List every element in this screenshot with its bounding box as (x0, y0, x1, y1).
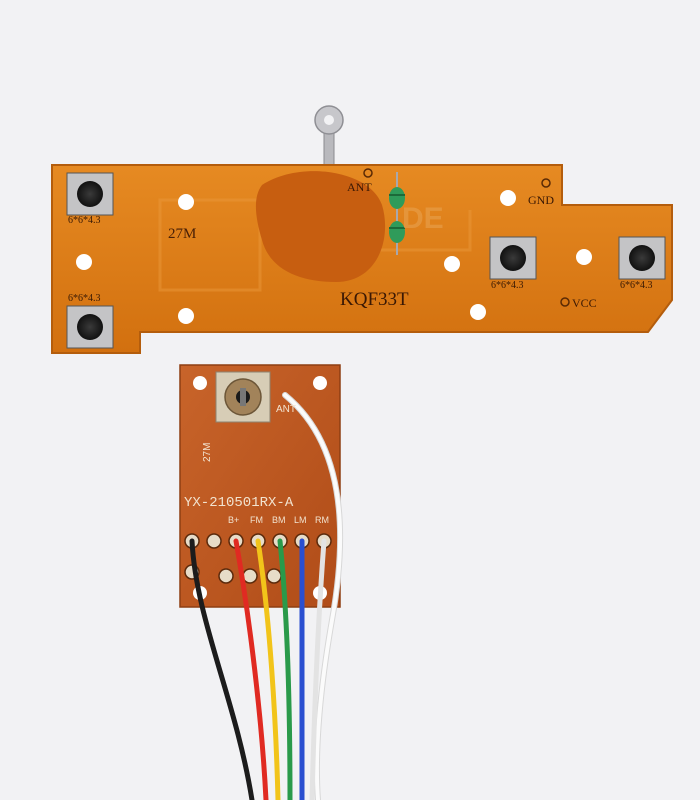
receiver-ant-label: ANT (276, 404, 296, 415)
button-size-label-top-left: 6*6*4.3 (68, 215, 101, 226)
button-far-right (618, 236, 666, 280)
button-top-left (66, 172, 114, 216)
gnd-pin-label: GND (528, 193, 554, 207)
wire-white-2 (309, 538, 327, 800)
button-size-label-far-right: 6*6*4.3 (620, 280, 653, 291)
pad-row-bottom (184, 564, 282, 584)
receiver-frequency-label: 27M (202, 442, 213, 462)
pad-label-rm: RM (315, 515, 329, 525)
ant-pin-label: ANT (347, 180, 372, 194)
vcc-pin-label: VCC (572, 296, 597, 310)
wire-yellow (255, 538, 281, 800)
watermark-text: DE (402, 202, 444, 235)
button-size-label-bottom-left: 6*6*4.3 (68, 293, 101, 304)
pad-label-bm: BM (272, 515, 286, 525)
receiver-model-label: YX-210501RX-A (184, 495, 294, 511)
antenna-terminal (314, 105, 344, 175)
transmitter-board (51, 164, 673, 354)
transmitter-model-label: KQF33T (340, 289, 409, 310)
trimmer-potentiometer (215, 371, 271, 423)
wire-red (233, 538, 269, 800)
inductor (389, 172, 405, 255)
wire-black (189, 538, 255, 800)
pad-label-fm: FM (250, 515, 263, 525)
pad-label-lm: LM (294, 515, 307, 525)
button-middle-right (489, 236, 537, 280)
wire-green (277, 538, 293, 800)
wire-bundle (189, 392, 344, 800)
button-bottom-left (66, 305, 114, 349)
pad-label-b-plus: B+ (228, 515, 240, 525)
button-size-label-middle-right: 6*6*4.3 (491, 280, 524, 291)
transmitter-frequency-label: 27M (168, 226, 197, 242)
